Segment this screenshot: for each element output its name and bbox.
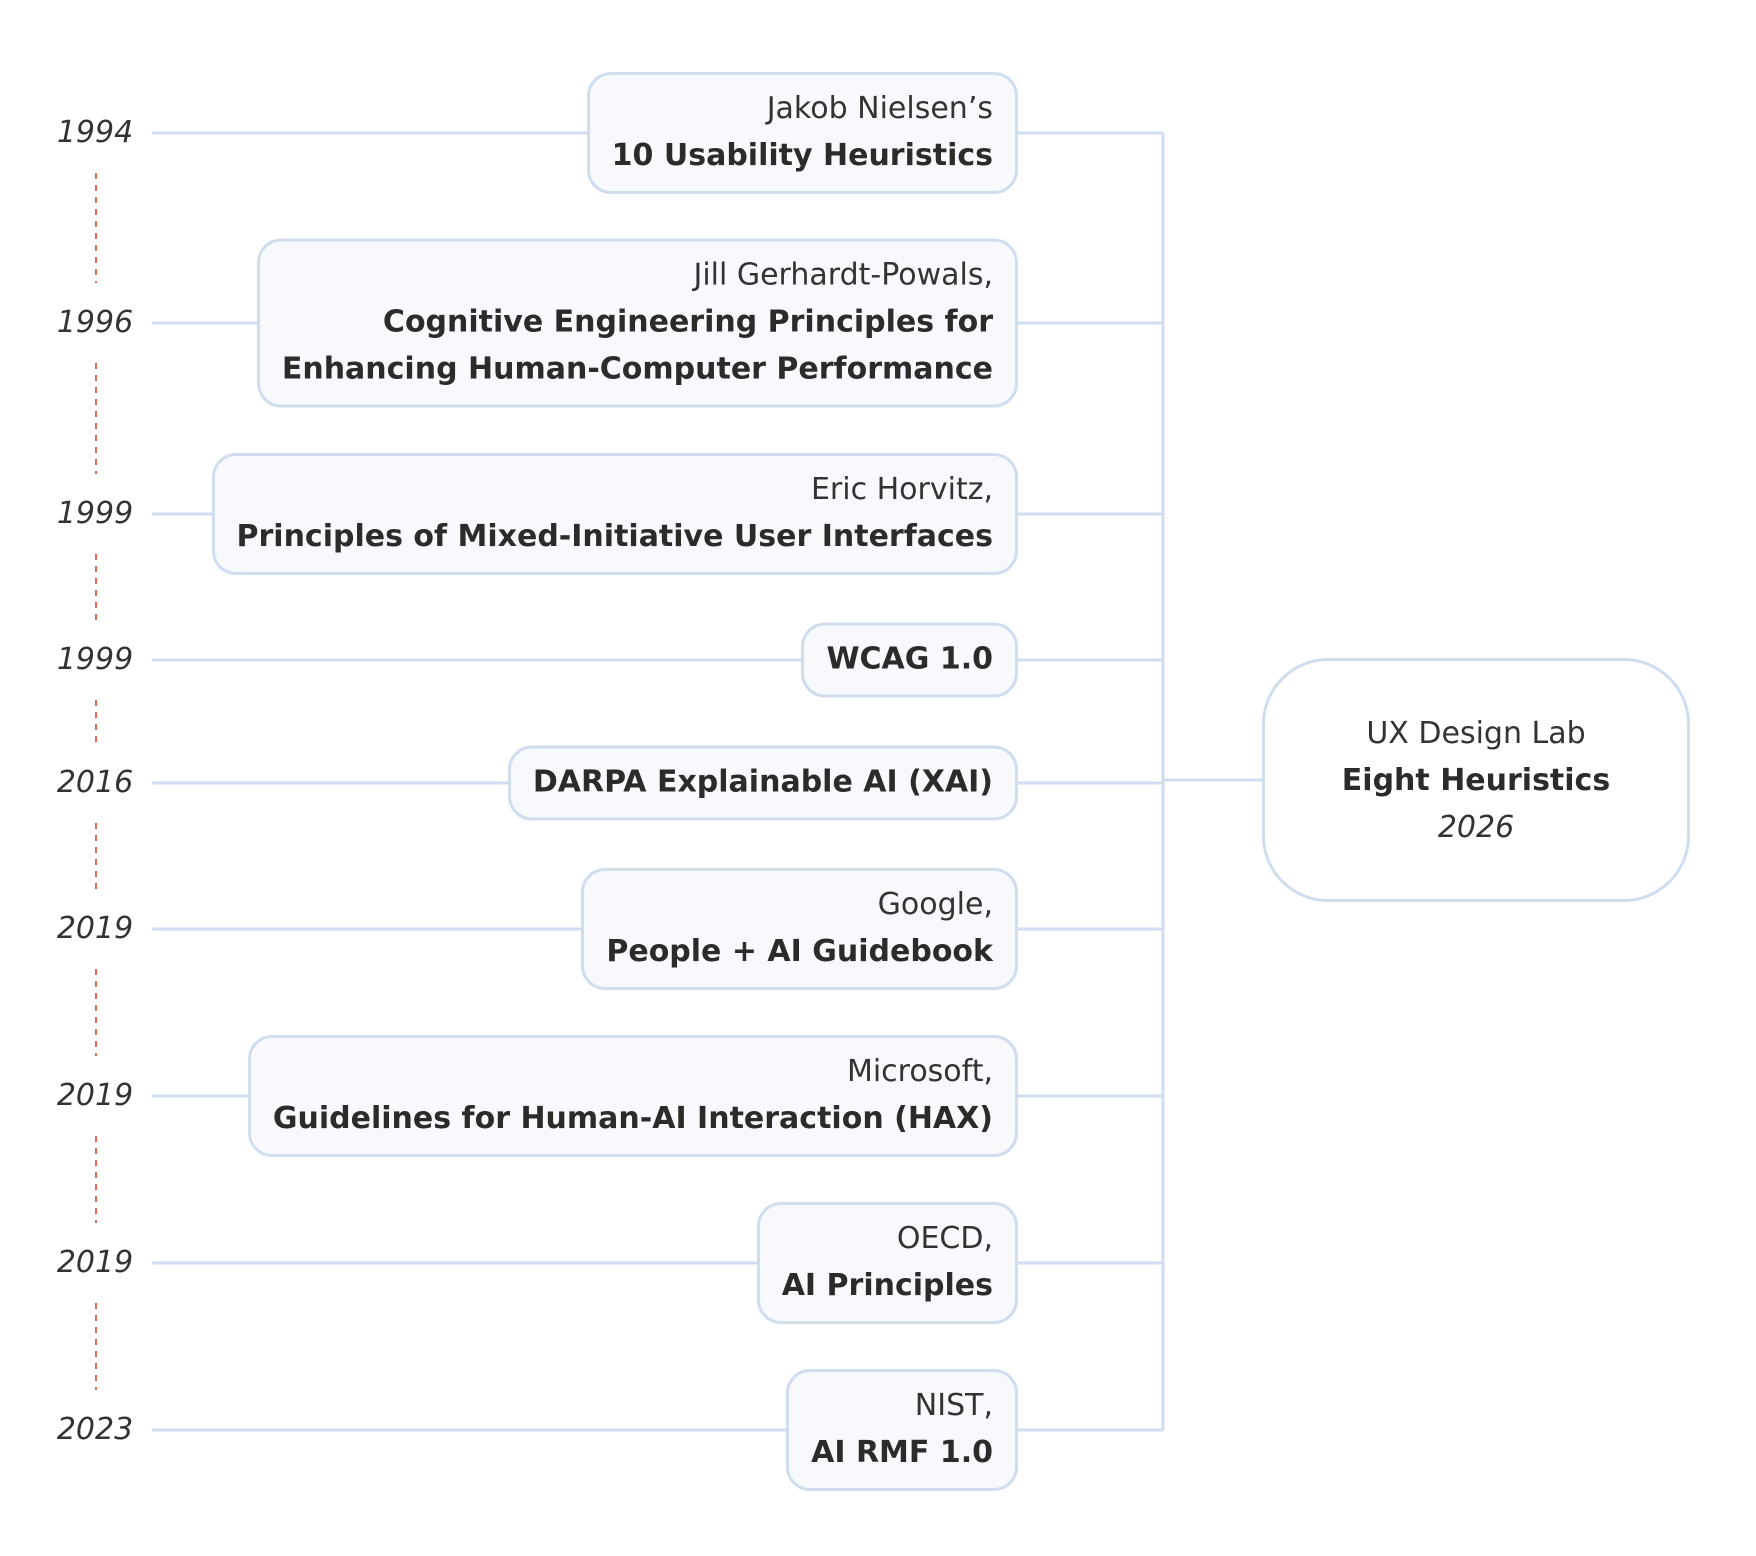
source-author: OECD, [896,1221,993,1256]
source-author: NIST, [914,1388,993,1423]
source-card: Eric Horvitz, Principles of Mixed-Initiat… [211,453,1018,575]
source-author: Eric Horvitz, [810,472,993,507]
year-label: 1996 [56,305,134,340]
source-title: 10 Usability Heuristics [611,138,993,173]
source-title: Guidelines for Human-AI Interaction (HAX… [272,1101,993,1136]
target-year: 2026 [1437,809,1515,845]
source-author: Microsoft, [846,1054,993,1089]
source-card: Jakob Nielsen’s 10 Usability Heuristics [586,72,1018,194]
source-title: Enhancing Human-Computer Performance [281,351,993,387]
source-card: OECD, AI Principles [756,1202,1018,1324]
source-title: WCAG 1.0 [826,641,993,677]
source-card: Jill Gerhardt-Powals, Cognitive Engineeri… [256,238,1018,408]
source-card: DARPA Explainable AI (XAI) [507,745,1018,821]
source-title: DARPA Explainable AI (XAI) [532,764,993,800]
target-org: UX Design Lab [1366,715,1586,751]
year-label: 1994 [56,115,134,150]
source-title: Principles of Mixed-Initiative User Inte… [236,519,994,554]
year-label: 1999 [56,642,134,677]
year-label: 2016 [56,765,134,800]
source-card: Microsoft, Guidelines for Human-AI Intera… [247,1035,1018,1157]
source-title: AI RMF 1.0 [811,1435,993,1470]
source-author: Jakob Nielsen’s [766,91,993,126]
source-title: Cognitive Engineering Principles for [382,304,993,340]
target-node: UX Design Lab Eight Heuristics 2026 [1262,658,1690,902]
year-label: 2019 [56,1078,134,1113]
target-title: Eight Heuristics [1341,762,1611,798]
source-card: WCAG 1.0 [801,622,1018,698]
source-author: Google, [877,887,993,922]
year-label: 1999 [56,496,134,531]
source-title: AI Principles [781,1268,993,1303]
year-label: 2019 [56,1245,134,1280]
year-label: 2023 [56,1412,134,1447]
source-card: NIST, AI RMF 1.0 [786,1369,1018,1491]
year-label: 2019 [56,911,134,946]
source-title: People + AI Guidebook [606,934,993,969]
source-card: Google, People + AI Guidebook [581,868,1018,990]
source-author: Jill Gerhardt-Powals, [693,257,993,293]
